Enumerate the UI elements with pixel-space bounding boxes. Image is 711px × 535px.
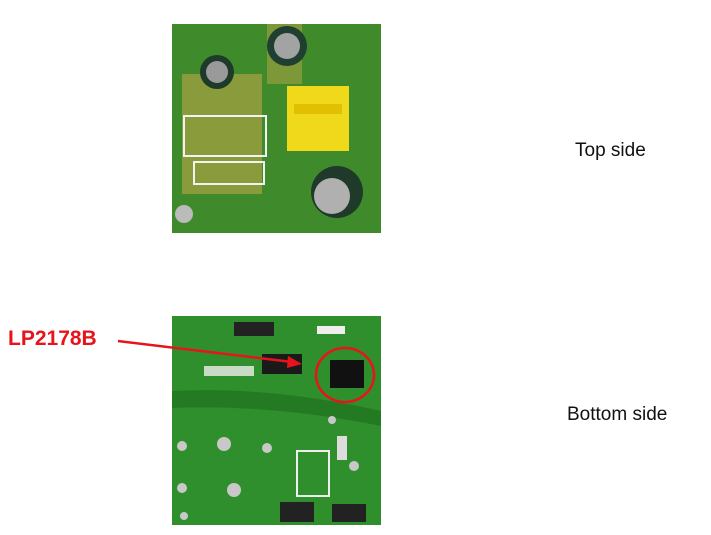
bottom-side-caption: Bottom side (567, 404, 668, 425)
pcb-top-illustration (172, 24, 381, 233)
top-side-caption: Top side (575, 140, 646, 161)
pcb-top-side-photo (172, 24, 381, 233)
chip-callout-label: LP2178B (8, 327, 97, 350)
chip-highlight-circle (314, 346, 376, 404)
callout-arrowhead-icon (287, 356, 302, 368)
callout-arrow-line (117, 339, 293, 364)
